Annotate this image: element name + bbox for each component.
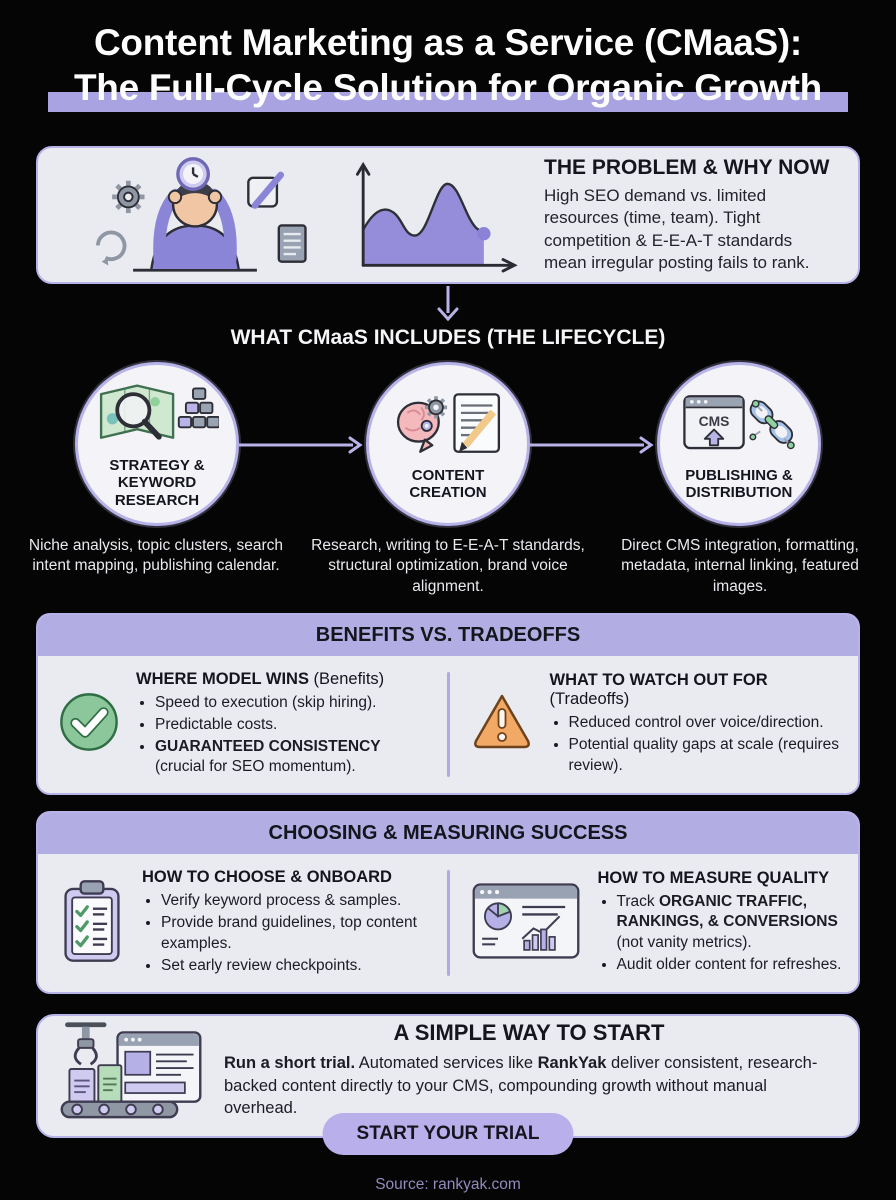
analytics-dashboard-icon — [472, 882, 579, 959]
tradeoffs-title: WHAT TO WATCH OUT FOR (Tradeoffs) — [549, 671, 768, 709]
benefits-left-title: WHERE MODEL WINS (Benefits) — [136, 669, 385, 688]
brain-document-icon — [396, 392, 501, 453]
title-line-1: Content Marketing as a Service (CMaaS): — [94, 22, 802, 63]
cms-link-icon: CMS — [683, 394, 795, 449]
benefits-list: Speed to execution (skip hiring). Predic… — [136, 693, 431, 778]
measure-quality-column: HOW TO MEASURE QUALITY Track ORGANIC TRA… — [450, 854, 859, 992]
bullet-item: GUARANTEED CONSISTENCY (crucial for SEO … — [155, 737, 431, 777]
stage-label: CONTENT CREATION — [409, 466, 487, 502]
choosing-heading: CHOOSING & MEASURING SUCCESS — [38, 813, 858, 855]
measure-quality-list: Track ORGANIC TRAFFIC, RANKINGS, & CONVE… — [598, 892, 843, 975]
stage-label: PUBLISHING & DISTRIBUTION — [685, 466, 793, 502]
bullet-item: Verify keyword process & samples. — [161, 891, 431, 911]
bullet-item: Potential quality gaps at scale (require… — [569, 735, 843, 775]
problem-text: THE PROBLEM & WHY NOW High SEO demand vs… — [544, 156, 836, 275]
stressed-person-icon — [95, 157, 307, 272]
bullet-item: Audit older content for refreshes. — [617, 955, 843, 975]
problem-illustration — [52, 155, 526, 275]
page-header: Content Marketing as a Service (CMaaS): … — [0, 0, 896, 116]
traffic-chart-icon — [355, 162, 518, 273]
choose-onboard-column: HOW TO CHOOSE & ONBOARD Verify keyword p… — [38, 854, 447, 992]
stage-description: Research, writing to E-E-A-T standards, … — [311, 537, 585, 595]
map-search-icon — [99, 384, 219, 440]
column-divider — [446, 671, 450, 778]
down-arrow-icon — [437, 286, 459, 322]
start-text: A SIMPLE WAY TO START Run a short trial.… — [224, 1020, 834, 1119]
check-circle-icon — [60, 693, 118, 751]
measure-quality-title: HOW TO MEASURE QUALITY — [597, 869, 830, 888]
title-underline-bar — [48, 92, 848, 113]
warning-triangle-icon — [473, 694, 530, 749]
start-trial-button[interactable]: START YOUR TRIAL — [322, 1112, 574, 1155]
source-text: Source: rankyak.com — [375, 1175, 521, 1193]
arrow-right-icon — [530, 436, 654, 454]
column-divider — [446, 870, 450, 976]
bullet-item: Set early review checkpoints. — [161, 956, 431, 976]
clipboard-checklist-icon — [64, 879, 120, 962]
tradeoffs-list: Reduced control over voice/direction. Po… — [550, 713, 843, 775]
bullet-item: Provide brand guidelines, top content ex… — [161, 913, 431, 953]
choosing-measuring-card: CHOOSING & MEASURING SUCCESS — [36, 811, 860, 994]
benefits-heading: BENEFITS VS. TRADEOFFS — [38, 614, 858, 656]
tradeoffs-column: WHAT TO WATCH OUT FOR (Tradeoffs) Reduce… — [450, 656, 859, 794]
automation-conveyor-icon — [60, 1022, 202, 1119]
bullet-item: Speed to execution (skip hiring). — [155, 693, 431, 713]
stage-label: STRATEGY & KEYWORD RESEARCH — [109, 456, 205, 510]
start-body: Run a short trial. Automated services li… — [224, 1054, 818, 1117]
benefits-column: WHERE MODEL WINS (Benefits) Speed to exe… — [38, 656, 447, 794]
problem-heading: THE PROBLEM & WHY NOW — [544, 155, 830, 179]
page-title: Content Marketing as a Service (CMaaS): … — [40, 20, 856, 110]
stage-content-creation: CONTENT CREATION — [366, 362, 530, 527]
problem-body: High SEO demand vs. limited resources (t… — [544, 185, 810, 273]
cms-icon-label: CMS — [699, 412, 730, 428]
start-heading: A SIMPLE WAY TO START — [393, 1020, 665, 1046]
lifecycle-heading: WHAT CMaaS INCLUDES (THE LIFECYCLE) — [230, 326, 666, 350]
title-line-2: The Full-Cycle Solution for Organic Grow… — [74, 67, 822, 109]
stage-description: Niche analysis, topic clusters, search i… — [28, 537, 284, 575]
choose-onboard-title: HOW TO CHOOSE & ONBOARD — [142, 868, 392, 887]
stage-strategy-keyword-research: STRATEGY & KEYWORD RESEARCH — [75, 362, 239, 527]
choose-onboard-list: Verify keyword process & samples. Provid… — [142, 891, 431, 976]
problem-card: THE PROBLEM & WHY NOW High SEO demand vs… — [36, 146, 860, 285]
start-card: A SIMPLE WAY TO START Run a short trial.… — [36, 1013, 860, 1155]
stage-publishing-distribution: CMS PUBLISHING & DISTRIBUTION — [657, 362, 821, 527]
bullet-item: Reduced control over voice/direction. — [569, 713, 843, 733]
arrow-right-icon — [239, 436, 363, 454]
benefits-tradeoffs-card: BENEFITS VS. TRADEOFFS WHERE MODEL WINS … — [36, 612, 860, 796]
bullet-item: Predictable costs. — [155, 715, 431, 735]
stage-description: Direct CMS integration, formatting, meta… — [621, 537, 859, 595]
lifecycle-stages: STRATEGY & KEYWORD RESEARCH — [0, 362, 896, 527]
stage-descriptions: Niche analysis, topic clusters, search i… — [0, 536, 896, 596]
bullet-item: Track ORGANIC TRAFFIC, RANKINGS, & CONVE… — [617, 892, 843, 952]
